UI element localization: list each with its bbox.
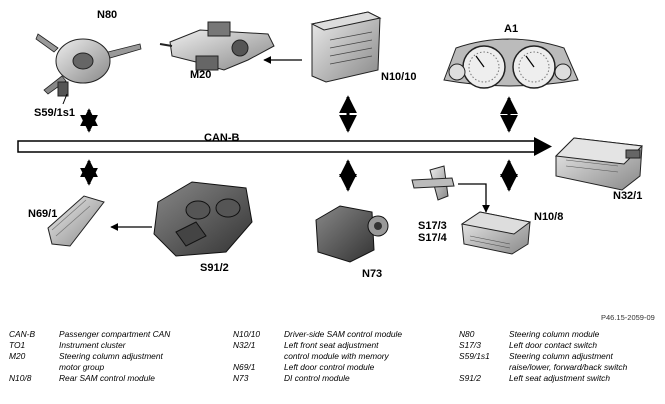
n73-di-control-module-illustration [315, 205, 389, 263]
a1-instrument-cluster-illustration [443, 38, 579, 89]
legend-desc: Passenger compartment CAN [59, 329, 171, 339]
legend-desc: DI control module [284, 373, 350, 383]
legend-desc: Driver-side SAM control module [284, 329, 403, 339]
legend-desc: Left door control module [284, 362, 375, 372]
label-n73: N73 [362, 268, 383, 280]
label-s91-2: S91/2 [200, 262, 229, 274]
can-b-bus-line [17, 137, 552, 156]
label-m20: M20 [190, 69, 212, 81]
legend-desc: Instrument cluster [59, 340, 126, 350]
legend-desc: motor group [59, 362, 105, 372]
arrow-s17-to-n10-8 [458, 183, 490, 213]
legend-code: TO1 [9, 340, 26, 350]
legend-code: N80 [459, 329, 475, 339]
legend-code: S17/3 [459, 340, 481, 350]
label-n32-1: N32/1 [613, 190, 643, 202]
label-s17-4: S17/4 [418, 232, 447, 244]
s17-3-door-contact-switch-illustration [411, 165, 455, 201]
connection-arrows [80, 95, 518, 192]
legend-desc: Steering column adjustment [59, 351, 163, 361]
legend-desc: raise/lower, forward/back switch [509, 362, 628, 372]
n69-1-door-control-module-illustration [47, 195, 105, 247]
legend-desc: Rear SAM control module [59, 373, 155, 383]
legend-code: CAN-B [9, 329, 36, 339]
m20-motor-group-illustration [159, 21, 275, 71]
legend-code: S59/1s1 [459, 351, 490, 361]
legend-desc: Steering column adjustment [509, 351, 613, 361]
legend-code: S91/2 [459, 373, 481, 383]
legend-code: N69/1 [233, 362, 256, 372]
legend-code: M20 [9, 351, 26, 361]
label-s59-1s1: S59/1s1 [34, 107, 75, 119]
legend-desc: Left front seat adjustment [284, 340, 379, 350]
s91-2-seat-switch-illustration [153, 181, 253, 257]
n10-8-rear-sam-illustration [460, 211, 532, 255]
legend-code: N10/10 [233, 329, 261, 339]
legend-code: N10/8 [9, 373, 32, 383]
label-n69-1: N69/1 [28, 208, 58, 220]
legend-code: N73 [233, 373, 249, 383]
figure-reference: P46.15-2059-09 [601, 313, 655, 322]
legend-code: N32/1 [233, 340, 256, 350]
legend-desc: Left seat adjustment switch [509, 373, 611, 383]
legend-desc: Left door contact switch [509, 340, 597, 350]
label-n80: N80 [97, 9, 118, 21]
legend-desc: Steering column module [509, 329, 600, 339]
label-a1: A1 [504, 23, 519, 35]
label-n10-8: N10/8 [534, 211, 564, 223]
n10-10-sam-module-illustration [310, 11, 382, 83]
n80-steering-column-module-illustration [35, 33, 142, 105]
label-bus-can-b: CAN-B [204, 132, 240, 144]
legend-desc: control module with memory [284, 351, 389, 361]
label-n10-10: N10/10 [381, 71, 417, 83]
label-s17-3: S17/3 [418, 220, 447, 232]
n32-1-seat-control-module-illustration [554, 137, 644, 191]
